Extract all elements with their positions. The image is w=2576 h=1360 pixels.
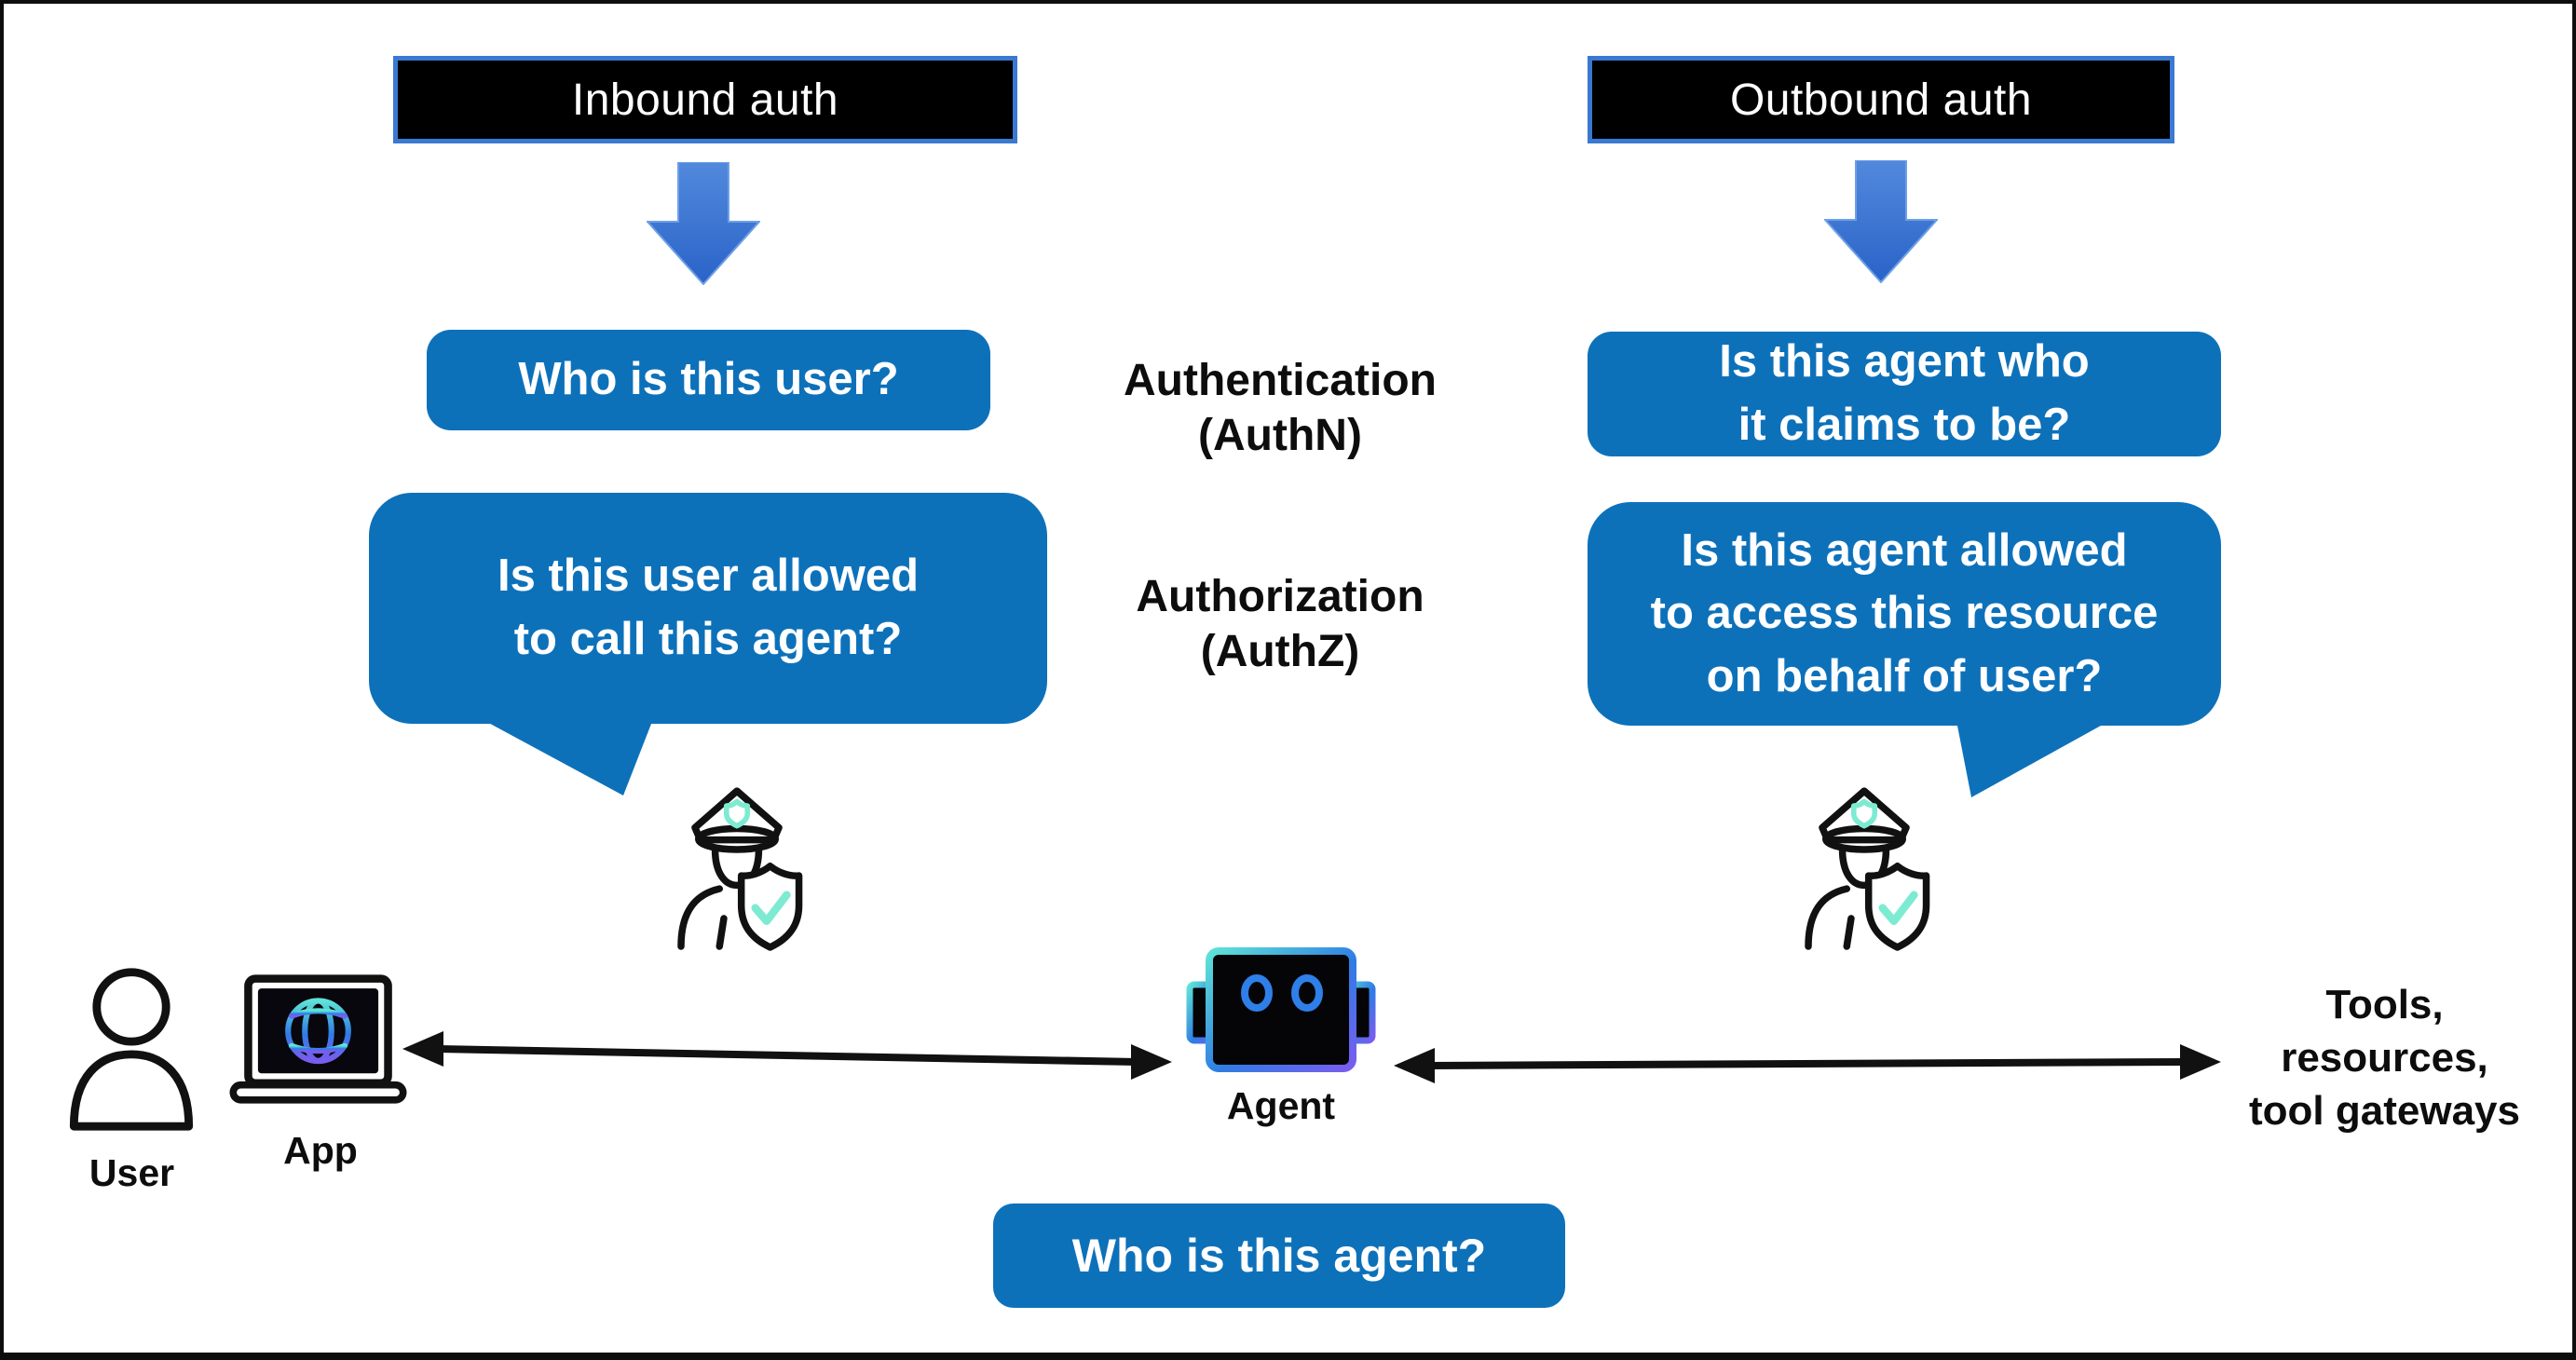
who-is-this-agent-box: Who is this agent? [993, 1204, 1565, 1308]
app-icon [229, 974, 407, 1104]
down-arrow-icon-right [1824, 160, 1938, 283]
app-agent-arrow [402, 1031, 1172, 1080]
user-label: User [89, 1151, 175, 1194]
inbound-auth-header: Inbound auth [393, 56, 1017, 143]
inbound-bubble-tail [482, 719, 653, 796]
police-officer-icon-right [1805, 787, 1930, 951]
outbound-auth-header: Outbound auth [1588, 56, 2174, 143]
outbound-authz-bubble: Is this agent allowed to access this res… [1588, 502, 2221, 726]
tools-label: Tools, resources, tool gateways [2249, 982, 2520, 1135]
outbound-bubble-tail [1956, 721, 2109, 797]
authn-label: Authentication (AuthN) [1124, 356, 1437, 460]
inbound-authz-bubble: Is this user allowed to call this agent? [369, 493, 1047, 724]
agent-tools-arrow [1394, 1044, 2221, 1083]
agent-label: Agent [1226, 1084, 1336, 1127]
globe-icon [285, 998, 351, 1065]
police-officer-icon-left [677, 787, 803, 951]
authz-label: Authorization (AuthZ) [1136, 572, 1424, 676]
agent-icon [1186, 947, 1376, 1072]
down-arrow-icon-left [647, 162, 760, 285]
agent-identity-box: Is this agent who it claims to be? [1588, 332, 2221, 456]
who-is-this-user-box: Who is this user? [427, 330, 990, 430]
user-icon [69, 968, 194, 1131]
app-label: App [283, 1129, 358, 1172]
